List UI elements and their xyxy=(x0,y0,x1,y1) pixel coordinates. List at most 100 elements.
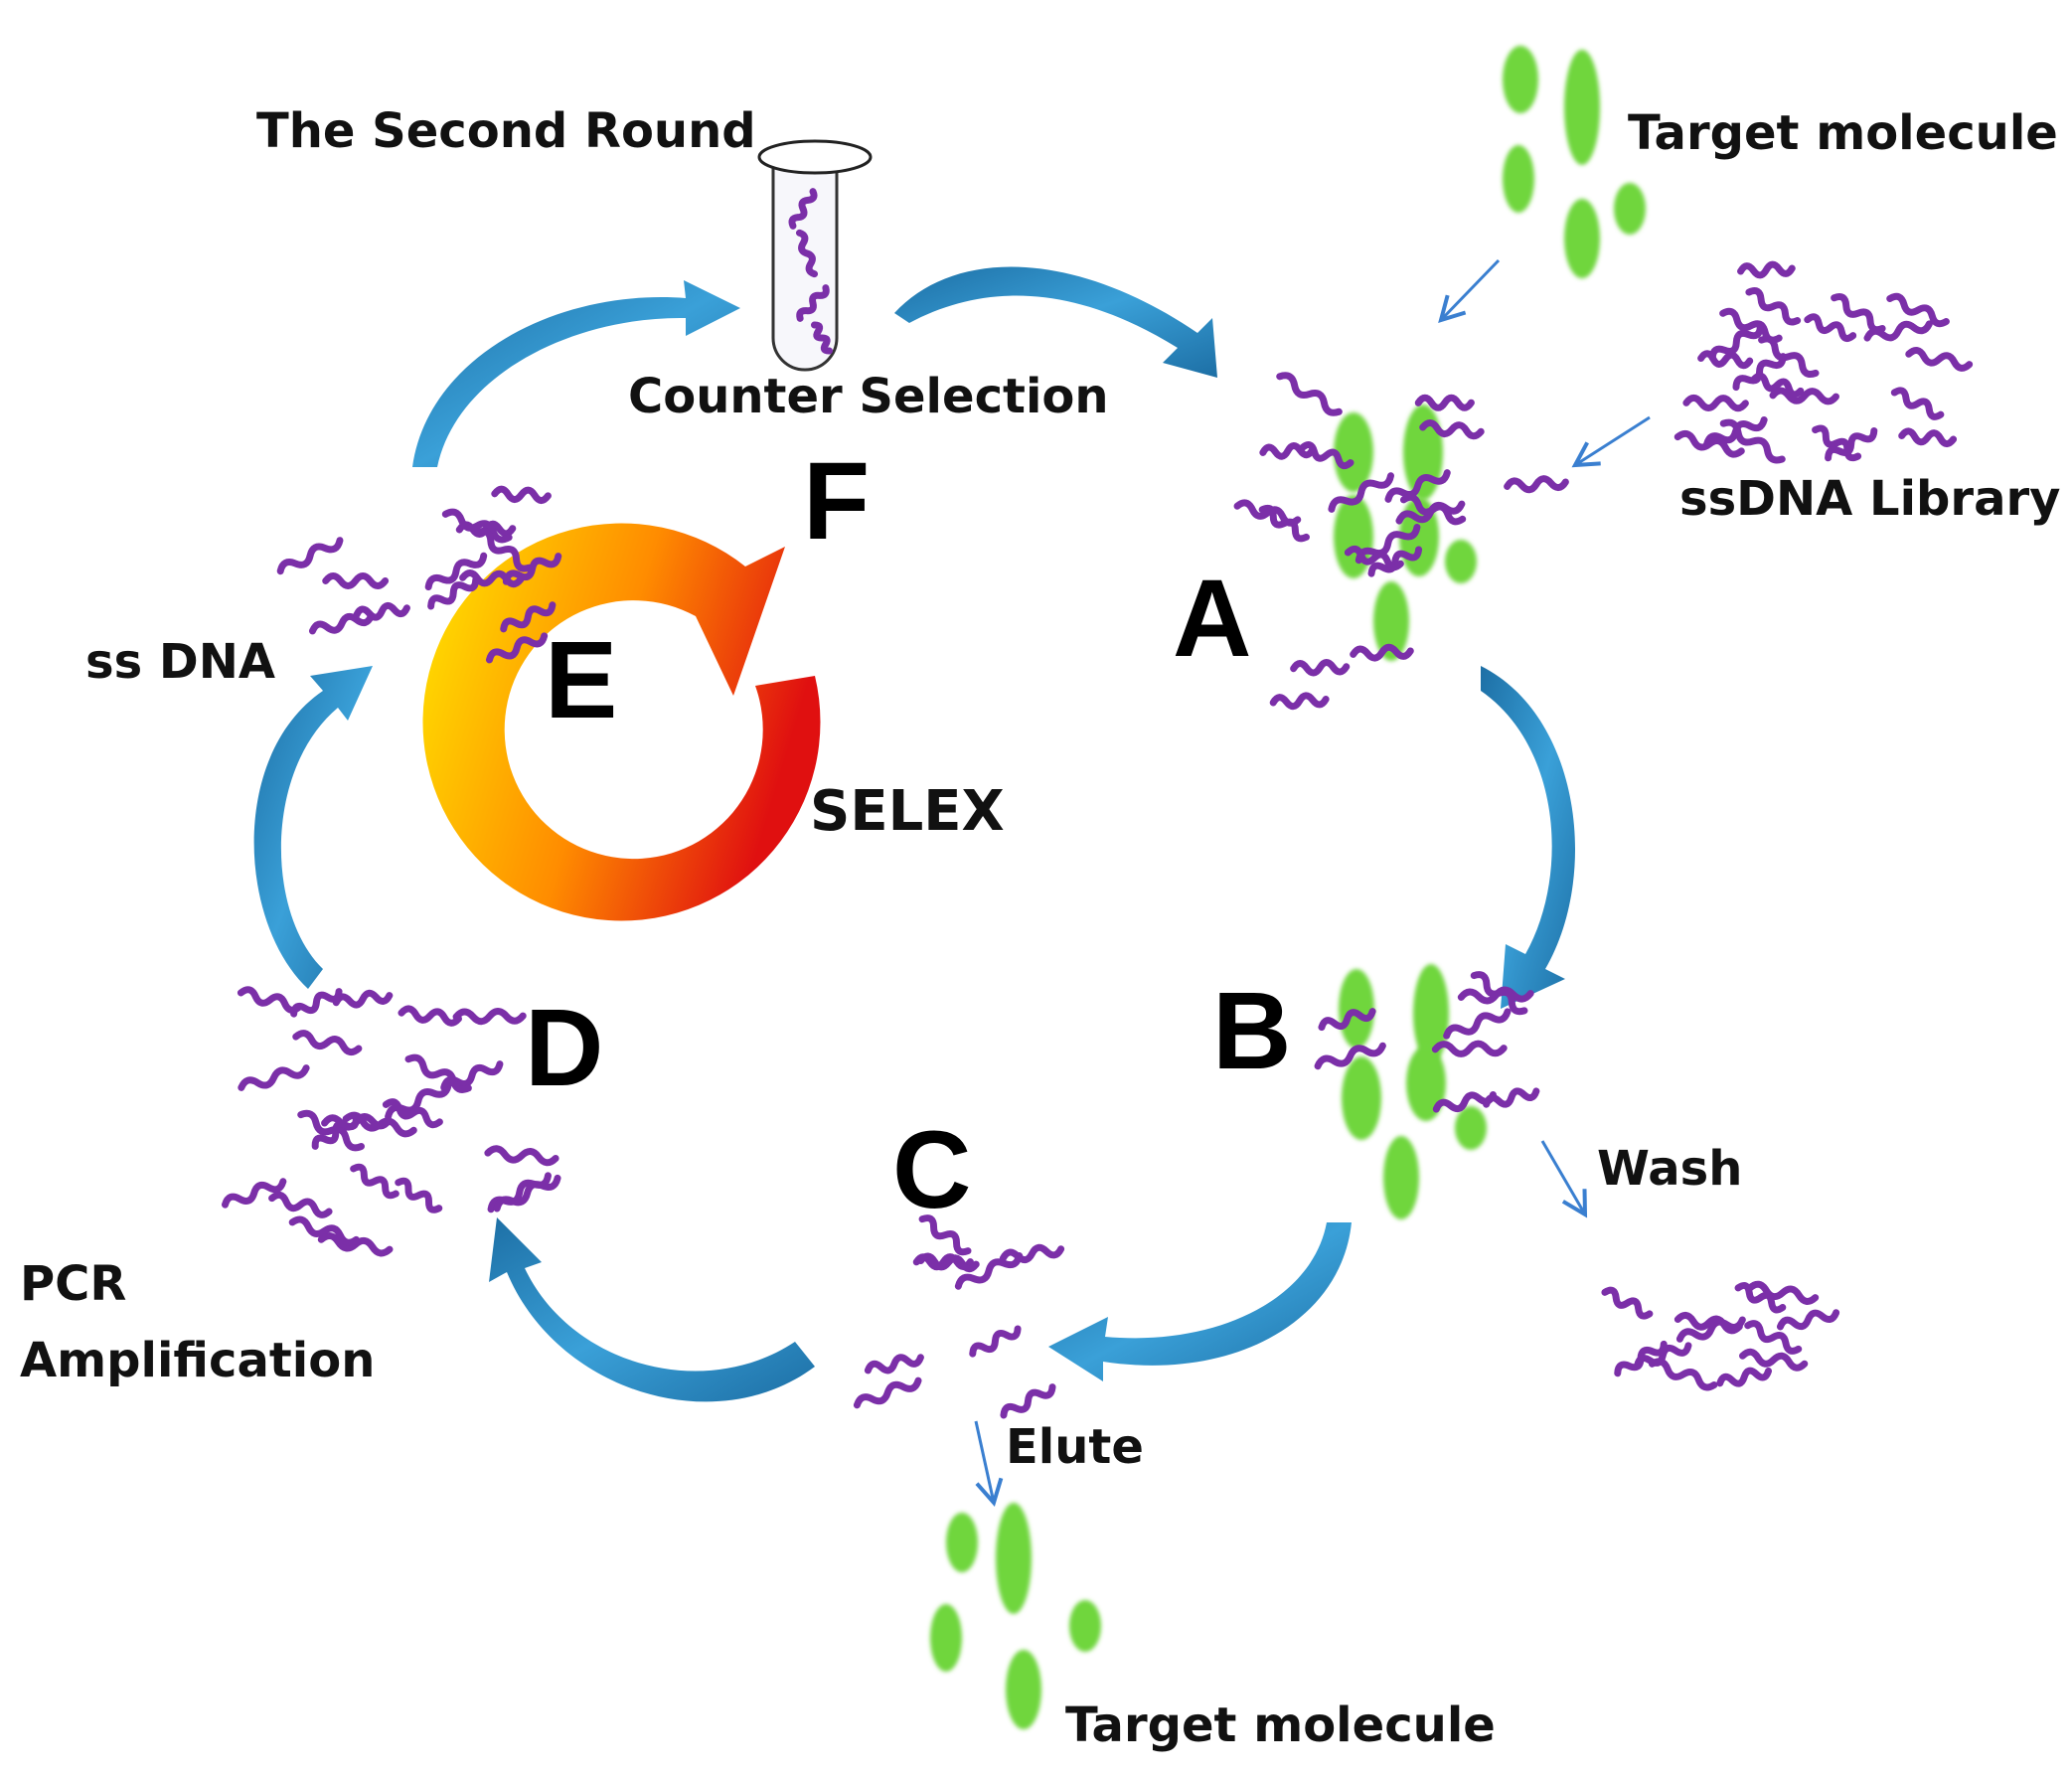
strand-icon xyxy=(441,508,513,544)
strand-icon xyxy=(398,1005,462,1027)
strand-icon xyxy=(1737,260,1796,279)
strand-icon xyxy=(1886,292,1950,328)
target-molecules-bottom xyxy=(930,1503,1101,1729)
strand-icon xyxy=(493,1174,561,1213)
washed-strands-cluster xyxy=(1601,1280,1840,1391)
strand-icon xyxy=(1804,313,1857,343)
pointer-arrow-icon xyxy=(1571,415,1651,468)
strand-icon xyxy=(222,1178,287,1209)
cycle-arrow-icon xyxy=(253,666,373,989)
strand-icon xyxy=(459,569,525,588)
step-c-label: C xyxy=(892,1109,971,1231)
strand-icon xyxy=(1328,472,1394,513)
strand-icon xyxy=(292,1030,363,1056)
strand-icon xyxy=(322,572,390,589)
strand-icon xyxy=(500,601,557,633)
target-molecule-icon xyxy=(1503,145,1534,213)
ssdna-library-label: ssDNA Library xyxy=(1679,471,2060,527)
strand-icon xyxy=(238,1064,310,1091)
strand-icon xyxy=(811,321,833,355)
target-molecule-bottom-label: Target molecule xyxy=(1065,1698,1496,1753)
strand-icon xyxy=(853,1376,922,1409)
strand-icon xyxy=(1905,347,1974,372)
strand-icon xyxy=(1716,1367,1773,1387)
strand-icon xyxy=(1732,353,1787,392)
strand-icon xyxy=(1350,643,1414,662)
strand-icon xyxy=(1384,469,1451,503)
second-round-label: The Second Round xyxy=(256,103,756,159)
strand-icon xyxy=(237,986,303,1014)
target-molecule-icon xyxy=(930,1604,962,1672)
test-tube-icon xyxy=(757,139,873,372)
step-f-label: F xyxy=(803,440,870,563)
strand-icon xyxy=(1233,499,1302,527)
strand-icon xyxy=(1259,442,1317,460)
strand-icon xyxy=(332,989,394,1009)
target-molecule-icon xyxy=(1334,495,1373,578)
strand-icon xyxy=(1674,1311,1743,1335)
step-b-label: B xyxy=(1212,970,1291,1092)
strand-icon xyxy=(1601,1286,1654,1320)
strand-icon xyxy=(1344,545,1404,571)
strand-icon xyxy=(342,1111,417,1138)
strand-icon xyxy=(474,528,533,572)
target-molecule-icon xyxy=(946,1513,978,1572)
strand-icon xyxy=(864,1354,924,1375)
strand-icon xyxy=(1470,971,1528,1016)
counter-selection-label: Counter Selection xyxy=(628,369,1109,424)
strand-icon xyxy=(1674,429,1745,458)
target-molecule-icon xyxy=(1455,1106,1487,1150)
step-d-label: D xyxy=(525,987,603,1109)
target-molecule-icon xyxy=(1406,1046,1446,1121)
target-molecule-icon xyxy=(1342,1056,1381,1140)
target-molecule-icon xyxy=(1614,183,1646,235)
target-molecule-icon xyxy=(1383,1136,1419,1219)
strand-icon xyxy=(1682,394,1749,412)
target-molecule-top-label: Target molecule xyxy=(1628,105,2058,161)
strand-icon xyxy=(1648,1358,1718,1391)
cycle-arrow-icon xyxy=(489,1217,815,1402)
strand-icon xyxy=(1614,1340,1668,1377)
strand-icon xyxy=(491,485,552,505)
strand-icon xyxy=(1739,1348,1809,1372)
strand-icon xyxy=(1831,293,1886,334)
target-molecule-icon xyxy=(1564,50,1600,165)
strand-icon xyxy=(1414,394,1475,411)
target-molecule-icon xyxy=(1373,581,1409,661)
ssdna-library-cluster xyxy=(1674,260,1974,464)
strand-icon xyxy=(1634,1342,1692,1370)
strand-icon xyxy=(1000,1383,1056,1419)
pointer-arrows xyxy=(974,258,1651,1508)
wash-label: Wash xyxy=(1597,1141,1742,1197)
target-molecule-icon xyxy=(996,1503,1032,1614)
strand-icon xyxy=(1890,387,1945,420)
strand-icon xyxy=(1744,1320,1803,1355)
elute-label: Elute xyxy=(1006,1419,1144,1475)
ss-dna-cluster xyxy=(276,485,562,664)
cycle-arrow-icon xyxy=(412,280,740,467)
strand-icon xyxy=(1863,320,1933,342)
strand-icon xyxy=(427,576,480,610)
strand-icon xyxy=(1675,1316,1746,1343)
ss-dna-label: ss DNA xyxy=(85,634,275,690)
amplification-label: Amplification xyxy=(20,1333,375,1388)
target-molecule-icon xyxy=(1413,964,1449,1063)
strand-icon xyxy=(1367,546,1423,577)
target-molecules-top xyxy=(1503,46,1646,278)
strand-icon xyxy=(999,1243,1065,1264)
strand-icon xyxy=(1825,426,1878,462)
strand-icon xyxy=(1769,387,1839,405)
eluted-strands-cluster xyxy=(853,1214,1065,1419)
strand-icon xyxy=(484,1145,559,1167)
strand-icon xyxy=(1745,287,1802,326)
strand-icon xyxy=(1314,1042,1386,1070)
target-molecule-icon xyxy=(1403,404,1443,500)
target-molecule-icon xyxy=(1069,1600,1101,1652)
strand-icon xyxy=(395,1177,443,1213)
strand-icon xyxy=(1504,475,1569,494)
strand-icon xyxy=(268,1191,333,1218)
strand-icon xyxy=(1355,524,1421,565)
selex-center-label: SELEX xyxy=(810,779,1005,844)
amplified-strands-cluster xyxy=(222,986,561,1257)
strand-icon xyxy=(1708,323,1764,362)
